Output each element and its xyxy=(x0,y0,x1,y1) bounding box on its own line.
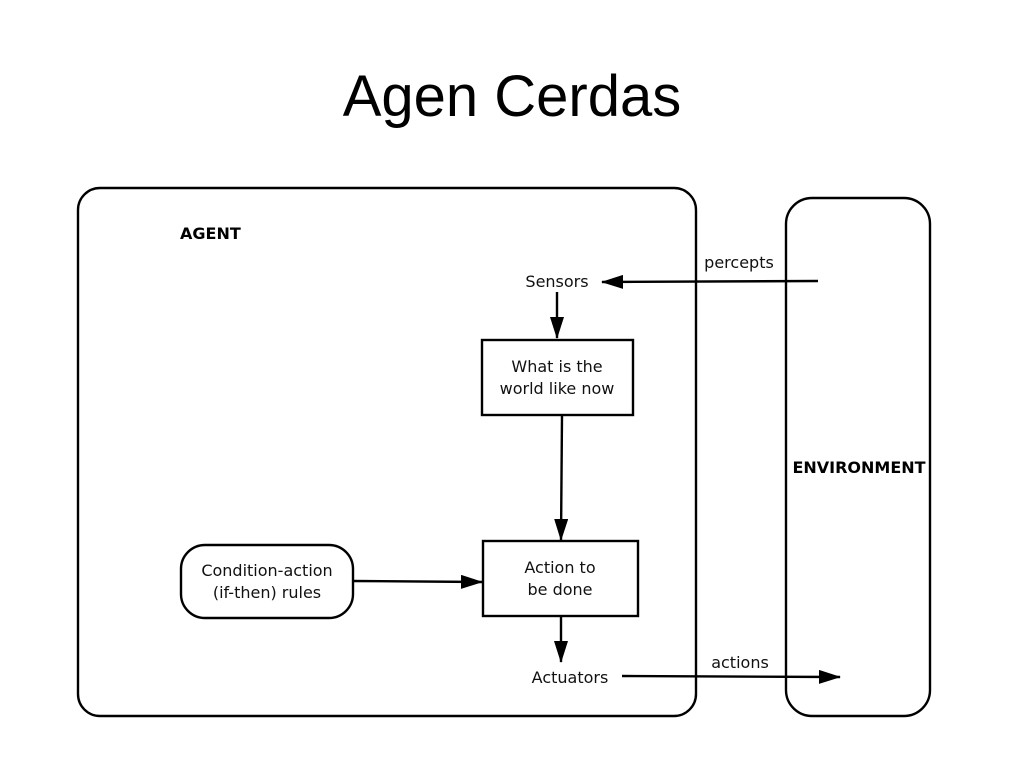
sensors-label: Sensors xyxy=(525,272,588,291)
world-state-line2: world like now xyxy=(500,379,615,398)
rules-line1: Condition-action xyxy=(201,561,332,580)
action-line2: be done xyxy=(527,580,592,599)
actions-arrow xyxy=(621,669,841,684)
percepts-label: percepts xyxy=(704,253,774,272)
world-to-action-arrow xyxy=(554,414,569,541)
actions-label: actions xyxy=(711,653,769,672)
slide-title: Agen Cerdas xyxy=(342,64,682,129)
action-box xyxy=(481,539,640,618)
world-state-line1: What is the xyxy=(511,357,602,376)
rules-to-action-arrow xyxy=(352,574,483,589)
agent-label: AGENT xyxy=(180,224,241,243)
actuators-label: Actuators xyxy=(532,668,609,687)
rules-box xyxy=(179,543,355,620)
rules-line2: (if-then) rules xyxy=(213,583,321,602)
environment-container xyxy=(784,196,932,718)
agent-container xyxy=(76,186,698,718)
action-line1: Action to xyxy=(524,558,595,577)
world-state-box xyxy=(480,338,635,417)
environment-label: ENVIRONMENT xyxy=(792,458,925,477)
percepts-arrow xyxy=(601,274,819,289)
